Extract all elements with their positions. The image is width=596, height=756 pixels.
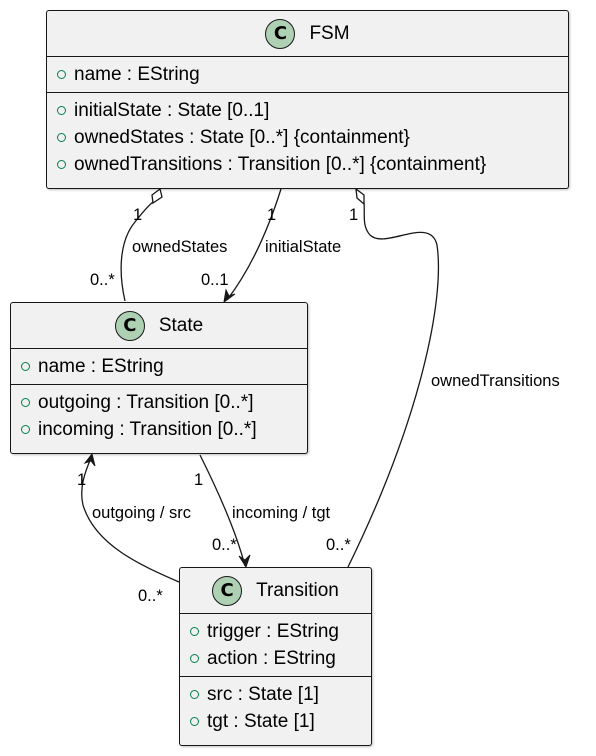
- reference-row: ownedStates : State [0..*] {containment}: [57, 124, 568, 151]
- public-visibility-icon: [190, 627, 199, 636]
- reference-row: ownedTransitions : Transition [0..*] {co…: [57, 151, 568, 178]
- attribute-row: trigger : EString: [190, 618, 371, 645]
- state-class-header: C State: [11, 303, 307, 349]
- reference-row: src : State [1]: [190, 681, 371, 708]
- class-stereotype-icon: C: [114, 310, 145, 341]
- outgoing-src-arrowhead: [83, 452, 96, 467]
- class-stereotype-icon: C: [212, 575, 243, 606]
- fsm-class-name: FSM: [309, 22, 350, 44]
- attribute-text: action : EString: [207, 647, 336, 669]
- state-class[interactable]: C State name : EString outgoing : Transi…: [10, 302, 308, 454]
- transition-class-name: Transition: [256, 579, 339, 601]
- attribute-text: name : EString: [38, 355, 164, 377]
- reference-row: incoming : Transition [0..*]: [21, 416, 307, 443]
- reference-text: ownedTransitions : Transition [0..*] {co…: [74, 153, 487, 175]
- owned-states-edge: [120, 201, 154, 302]
- owned-transitions-label: ownedTransitions: [431, 372, 560, 390]
- fsm-class[interactable]: C FSM name : EString initialState : Stat…: [46, 10, 569, 189]
- incoming-tgt-label: incoming / tgt: [232, 504, 331, 522]
- attribute-row: name : EString: [21, 353, 307, 380]
- fsm-references: initialState : State [0..1] ownedStates …: [47, 92, 568, 182]
- reference-text: initialState : State [0..1]: [74, 99, 270, 121]
- owned-states-label: ownedStates: [132, 238, 227, 256]
- incoming-tgt-state-mult: 1: [194, 471, 203, 489]
- owned-transitions-diamond: [355, 187, 365, 206]
- attribute-text: name : EString: [74, 63, 200, 85]
- owned-transitions-edge: [347, 202, 440, 568]
- incoming-tgt-transition-mult: 0..*: [212, 536, 237, 554]
- public-visibility-icon: [57, 133, 66, 142]
- initial-state-label: initialState: [265, 238, 341, 256]
- reference-row: initialState : State [0..1]: [57, 97, 568, 124]
- outgoing-src-state-mult: 1: [77, 471, 86, 489]
- public-visibility-icon: [21, 362, 30, 371]
- initial-state-target-mult: 0..1: [201, 271, 229, 289]
- public-visibility-icon: [190, 654, 199, 663]
- class-stereotype-icon: C: [265, 18, 296, 49]
- public-visibility-icon: [21, 425, 30, 434]
- reference-text: ownedStates : State [0..*] {containment}: [74, 126, 410, 148]
- state-attributes: name : EString: [11, 349, 307, 384]
- public-visibility-icon: [190, 690, 199, 699]
- initial-state-edge: [226, 188, 282, 301]
- initial-state-arrowhead: [223, 288, 236, 304]
- public-visibility-icon: [57, 106, 66, 115]
- public-visibility-icon: [190, 717, 199, 726]
- outgoing-src-transition-mult: 0..*: [138, 587, 163, 605]
- reference-text: tgt : State [1]: [207, 710, 315, 732]
- public-visibility-icon: [21, 398, 30, 407]
- transition-attributes: trigger : EString action : EString: [180, 614, 371, 676]
- reference-text: outgoing : Transition [0..*]: [38, 391, 254, 413]
- public-visibility-icon: [57, 160, 66, 169]
- reference-text: incoming : Transition [0..*]: [38, 418, 257, 440]
- transition-class-header: C Transition: [180, 568, 371, 614]
- owned-transitions-source-mult: 1: [349, 206, 358, 224]
- owned-states-diamond: [151, 187, 163, 205]
- transition-class[interactable]: C Transition trigger : EString action : …: [179, 567, 372, 746]
- fsm-class-header: C FSM: [47, 11, 568, 57]
- reference-row: tgt : State [1]: [190, 708, 371, 735]
- attribute-row: name : EString: [57, 61, 568, 88]
- initial-state-source-mult: 1: [267, 206, 276, 224]
- owned-states-source-mult: 1: [133, 206, 142, 224]
- transition-references: src : State [1] tgt : State [1]: [180, 676, 371, 739]
- owned-states-target-mult: 0..*: [90, 271, 115, 289]
- incoming-tgt-arrowhead: [238, 554, 251, 569]
- state-references: outgoing : Transition [0..*] incoming : …: [11, 384, 307, 447]
- owned-transitions-target-mult: 0..*: [326, 536, 351, 554]
- state-class-name: State: [158, 314, 204, 336]
- outgoing-src-label: outgoing / src: [92, 504, 191, 522]
- outgoing-src-edge: [81, 457, 180, 583]
- incoming-tgt-edge: [199, 454, 246, 567]
- public-visibility-icon: [57, 70, 66, 79]
- fsm-attributes: name : EString: [47, 57, 568, 92]
- attribute-text: trigger : EString: [207, 620, 339, 642]
- reference-text: src : State [1]: [207, 683, 319, 705]
- reference-row: outgoing : Transition [0..*]: [21, 389, 307, 416]
- attribute-row: action : EString: [190, 645, 371, 672]
